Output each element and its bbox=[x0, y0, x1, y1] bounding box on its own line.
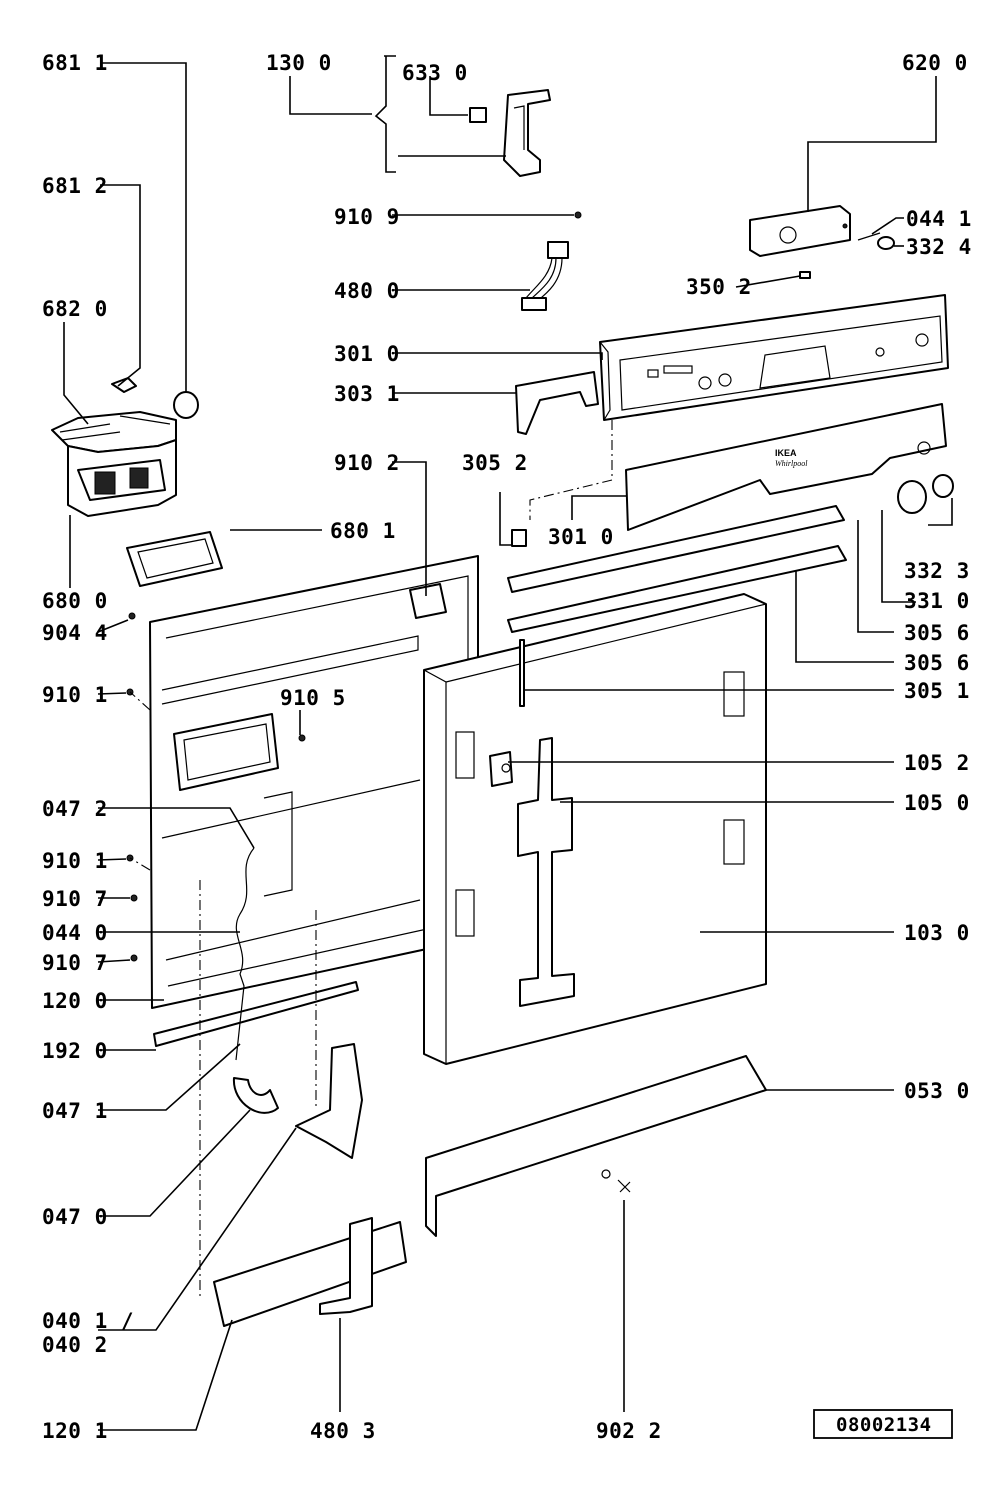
label-680-1: 680 1 bbox=[330, 519, 396, 543]
screw-910-9-part bbox=[574, 211, 582, 219]
label-910-1-a: 910 1 bbox=[42, 683, 108, 707]
label-120-0: 120 0 bbox=[42, 989, 108, 1013]
label-902-2: 902 2 bbox=[596, 1419, 662, 1443]
label-910-5: 910 5 bbox=[280, 686, 346, 710]
knob-331-0-part bbox=[897, 480, 927, 514]
label-633-0: 633 0 bbox=[402, 61, 468, 85]
dispenser-disc-part bbox=[173, 391, 199, 419]
outer-door-part bbox=[423, 593, 767, 1065]
panel-whirlpool-logo: Whirlpool bbox=[775, 459, 808, 468]
label-910-7-a: 910 7 bbox=[42, 887, 108, 911]
label-910-1-b: 910 1 bbox=[42, 849, 108, 873]
dispenser-cap-part bbox=[111, 377, 137, 393]
label-040-1: 040 1 / bbox=[42, 1309, 134, 1333]
control-panel-part bbox=[599, 294, 949, 421]
label-047-1: 047 1 bbox=[42, 1099, 108, 1123]
screw-910-7-b bbox=[130, 954, 138, 962]
screw-hole bbox=[601, 1169, 611, 1179]
label-105-0: 105 0 bbox=[904, 791, 970, 815]
label-910-2: 910 2 bbox=[334, 451, 400, 475]
screw-904-4 bbox=[128, 612, 136, 620]
label-480-3: 480 3 bbox=[310, 1419, 376, 1443]
label-120-1: 120 1 bbox=[42, 1419, 108, 1443]
label-305-1: 305 1 bbox=[904, 679, 970, 703]
label-332-4: 332 4 bbox=[906, 235, 972, 259]
rail-upper-part bbox=[507, 505, 845, 593]
reference-number: 08002134 bbox=[836, 1414, 932, 1436]
gasket-part bbox=[126, 531, 223, 587]
door-latch-part bbox=[469, 89, 551, 177]
reference-number-box bbox=[813, 1409, 953, 1439]
label-044-0: 044 0 bbox=[42, 921, 108, 945]
strip-192-0-part bbox=[153, 981, 359, 1047]
label-350-2: 350 2 bbox=[686, 275, 752, 299]
label-301-0-b: 301 0 bbox=[548, 525, 614, 549]
label-680-0: 680 0 bbox=[42, 589, 108, 613]
rail-lower-part bbox=[507, 545, 847, 633]
panel-ikea-logo: IKEA bbox=[775, 448, 797, 458]
label-682-0: 682 0 bbox=[42, 297, 108, 321]
screw-902-2-part bbox=[617, 1179, 631, 1193]
spring-044-1-part bbox=[857, 232, 881, 241]
label-910-7-b: 910 7 bbox=[42, 951, 108, 975]
label-331-0: 331 0 bbox=[904, 589, 970, 613]
label-305-6-b: 305 6 bbox=[904, 651, 970, 675]
label-620-0: 620 0 bbox=[902, 51, 968, 75]
label-332-3: 332 3 bbox=[904, 559, 970, 583]
label-192-0: 192 0 bbox=[42, 1039, 108, 1063]
wire-harness-part bbox=[521, 241, 569, 311]
bracket-305-2-part bbox=[511, 529, 527, 547]
detergent-dispenser-part bbox=[51, 411, 177, 517]
bracket-480-3-part bbox=[319, 1217, 373, 1315]
label-681-2: 681 2 bbox=[42, 174, 108, 198]
knob-332-3-part bbox=[932, 474, 954, 498]
label-904-4: 904 4 bbox=[42, 621, 108, 645]
label-053-0: 053 0 bbox=[904, 1079, 970, 1103]
knob-332-4-part bbox=[877, 236, 895, 250]
label-040-2: 040 2 bbox=[42, 1333, 108, 1357]
label-910-9: 910 9 bbox=[334, 205, 400, 229]
screw-910-7-a bbox=[130, 894, 138, 902]
screw-910-5 bbox=[298, 734, 306, 742]
spring-044-0-part bbox=[235, 847, 255, 1061]
lower-strip-part bbox=[213, 1221, 407, 1327]
handle-part bbox=[515, 371, 599, 435]
label-103-0: 103 0 bbox=[904, 921, 970, 945]
label-681-1: 681 1 bbox=[42, 51, 108, 75]
inner-door-frame-part bbox=[149, 555, 479, 1009]
fascia-part: IKEA Whirlpool bbox=[625, 403, 947, 531]
label-305-2: 305 2 bbox=[462, 451, 528, 475]
label-301-0-a: 301 0 bbox=[334, 342, 400, 366]
label-480-0: 480 0 bbox=[334, 279, 400, 303]
label-303-1: 303 1 bbox=[334, 382, 400, 406]
rod-305-1-part bbox=[519, 639, 525, 707]
label-047-0: 047 0 bbox=[42, 1205, 108, 1229]
pin-350-2-part bbox=[799, 271, 811, 279]
label-044-1: 044 1 bbox=[906, 207, 972, 231]
label-105-2: 105 2 bbox=[904, 751, 970, 775]
hinge-bracket-040-part bbox=[295, 1043, 363, 1159]
hinge-047-0-part bbox=[232, 1077, 279, 1114]
kick-plate-part bbox=[425, 1055, 767, 1237]
label-130-0: 130 0 bbox=[266, 51, 332, 75]
label-305-6-a: 305 6 bbox=[904, 621, 970, 645]
label-047-2: 047 2 bbox=[42, 797, 108, 821]
control-module-part bbox=[749, 205, 851, 257]
